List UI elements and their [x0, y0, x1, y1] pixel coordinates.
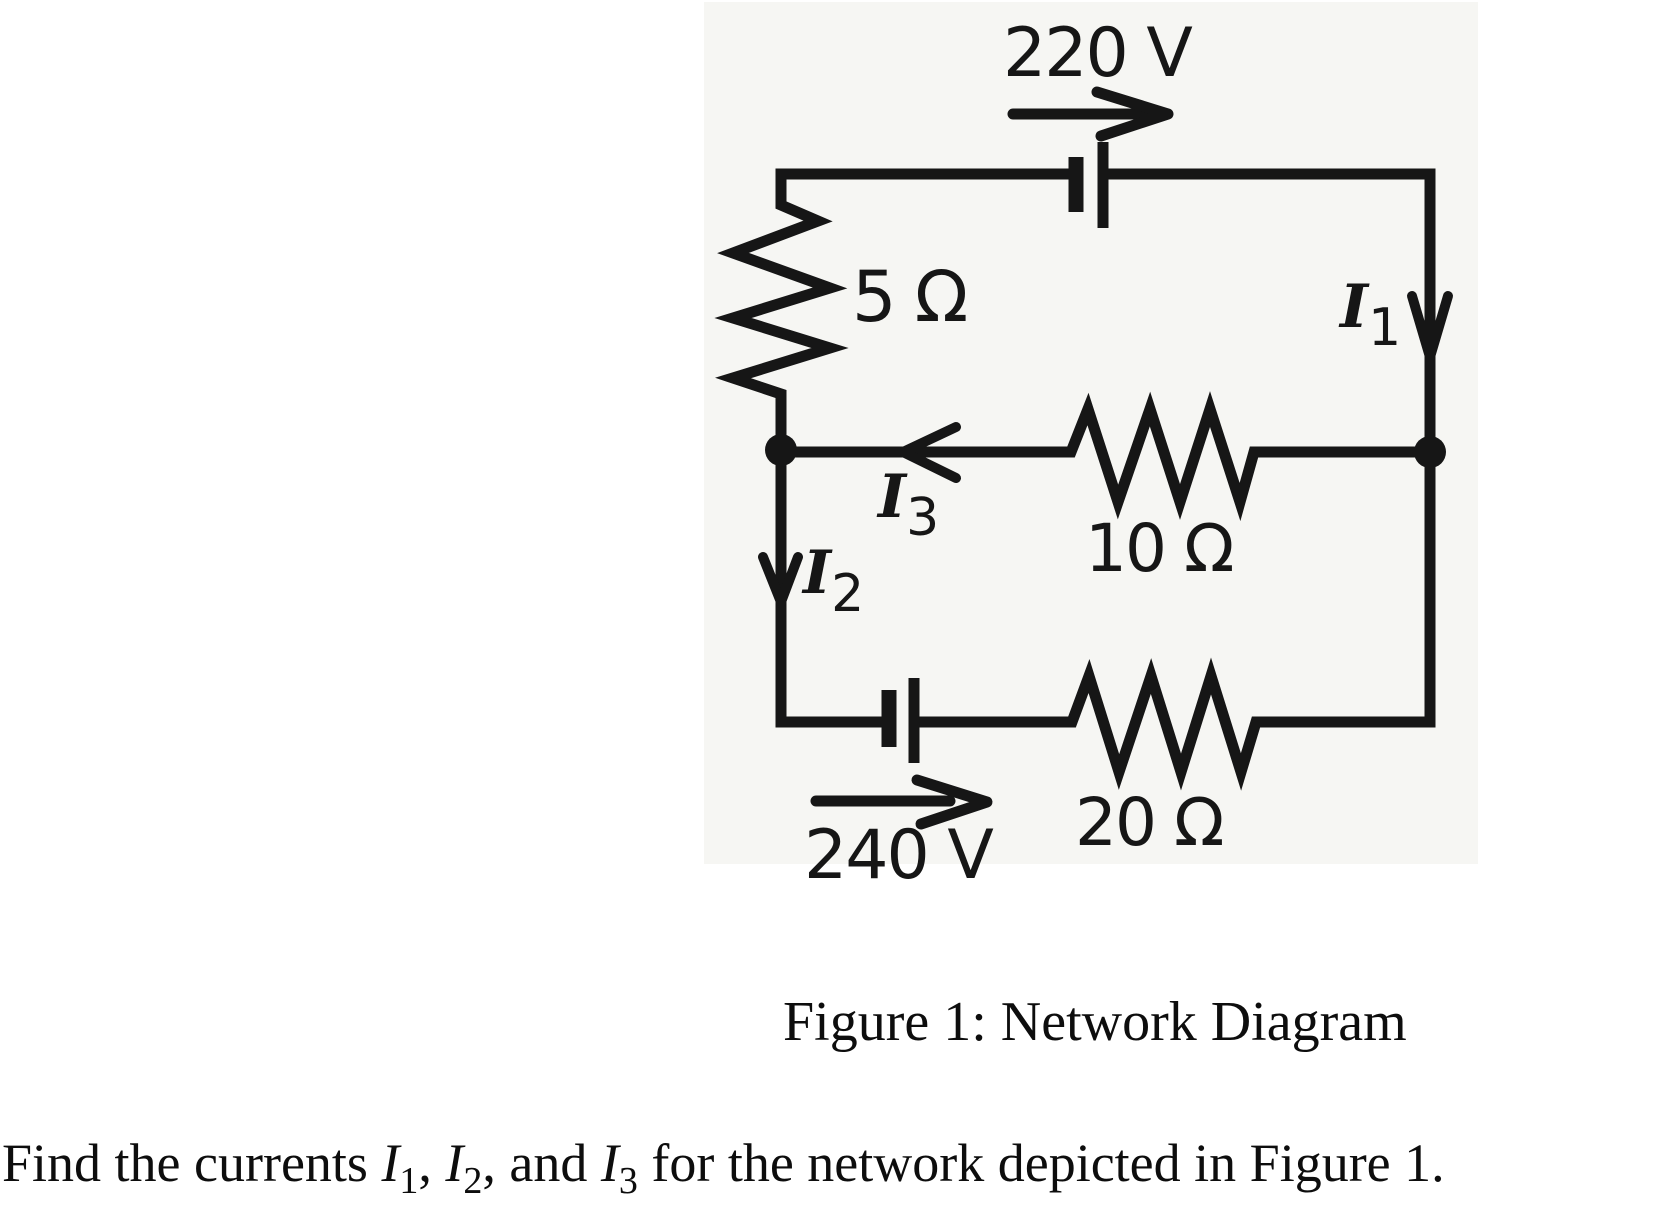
- problem-text-1: Find the currents: [2, 1133, 382, 1193]
- current-i1-label: I1: [1340, 272, 1401, 354]
- problem-sep-1: ,: [418, 1133, 446, 1193]
- top-voltage-label: 220 V: [1003, 14, 1193, 93]
- i1-arrowhead-down-icon: [1407, 291, 1453, 362]
- problem-i3-subscript: 3: [618, 1160, 638, 1202]
- middle-wire-and-10ohm-resistor: [775, 391, 1436, 522]
- current-i2-label: I2: [803, 538, 864, 620]
- current-i3-label: I3: [878, 462, 939, 544]
- top-voltage-arrow-head-icon: [1091, 86, 1174, 142]
- problem-i2-subscript: 2: [463, 1160, 483, 1202]
- top-wire-right-and-right-wire: [1102, 168, 1436, 728]
- i2-arrowhead-down-icon: [758, 552, 803, 607]
- problem-sep-2: , and: [482, 1133, 601, 1193]
- resistor-5ohm-label: 5 Ω: [852, 256, 968, 338]
- current-i3-symbol: I: [878, 462, 907, 532]
- left-wire-and-5ohm-resistor: [714, 168, 888, 728]
- right-junction-dot: [1414, 436, 1446, 468]
- bottom-voltage-arrow-head-icon: [911, 774, 993, 830]
- left-junction-dot: [765, 434, 797, 466]
- figure-caption: Figure 1: Network Diagram: [783, 991, 1407, 1053]
- bottom-voltage-label: 240 V: [804, 816, 994, 895]
- problem-i2-symbol: I: [445, 1133, 464, 1193]
- current-i3-subscript: 3: [906, 488, 940, 548]
- problem-statement: Find the currents I1, I2, and I3 for the…: [2, 1133, 1445, 1200]
- problem-i1-symbol: I: [381, 1133, 400, 1193]
- problem-i1-subscript: 1: [399, 1160, 419, 1202]
- current-i2-subscript: 2: [831, 564, 865, 624]
- current-i2-symbol: I: [803, 538, 832, 608]
- problem-text-2: for the network depicted in Figure 1.: [637, 1133, 1445, 1193]
- i3-arrowhead-left-icon: [898, 422, 961, 483]
- resistor-20ohm-label: 20 Ω: [1075, 784, 1224, 861]
- current-i1-symbol: I: [1340, 272, 1369, 342]
- current-i1-subscript: 1: [1368, 298, 1402, 358]
- resistor-10ohm-label: 10 Ω: [1085, 510, 1234, 587]
- bottom-wire-and-20ohm-resistor: [913, 657, 1436, 791]
- problem-i3-symbol: I: [600, 1133, 619, 1193]
